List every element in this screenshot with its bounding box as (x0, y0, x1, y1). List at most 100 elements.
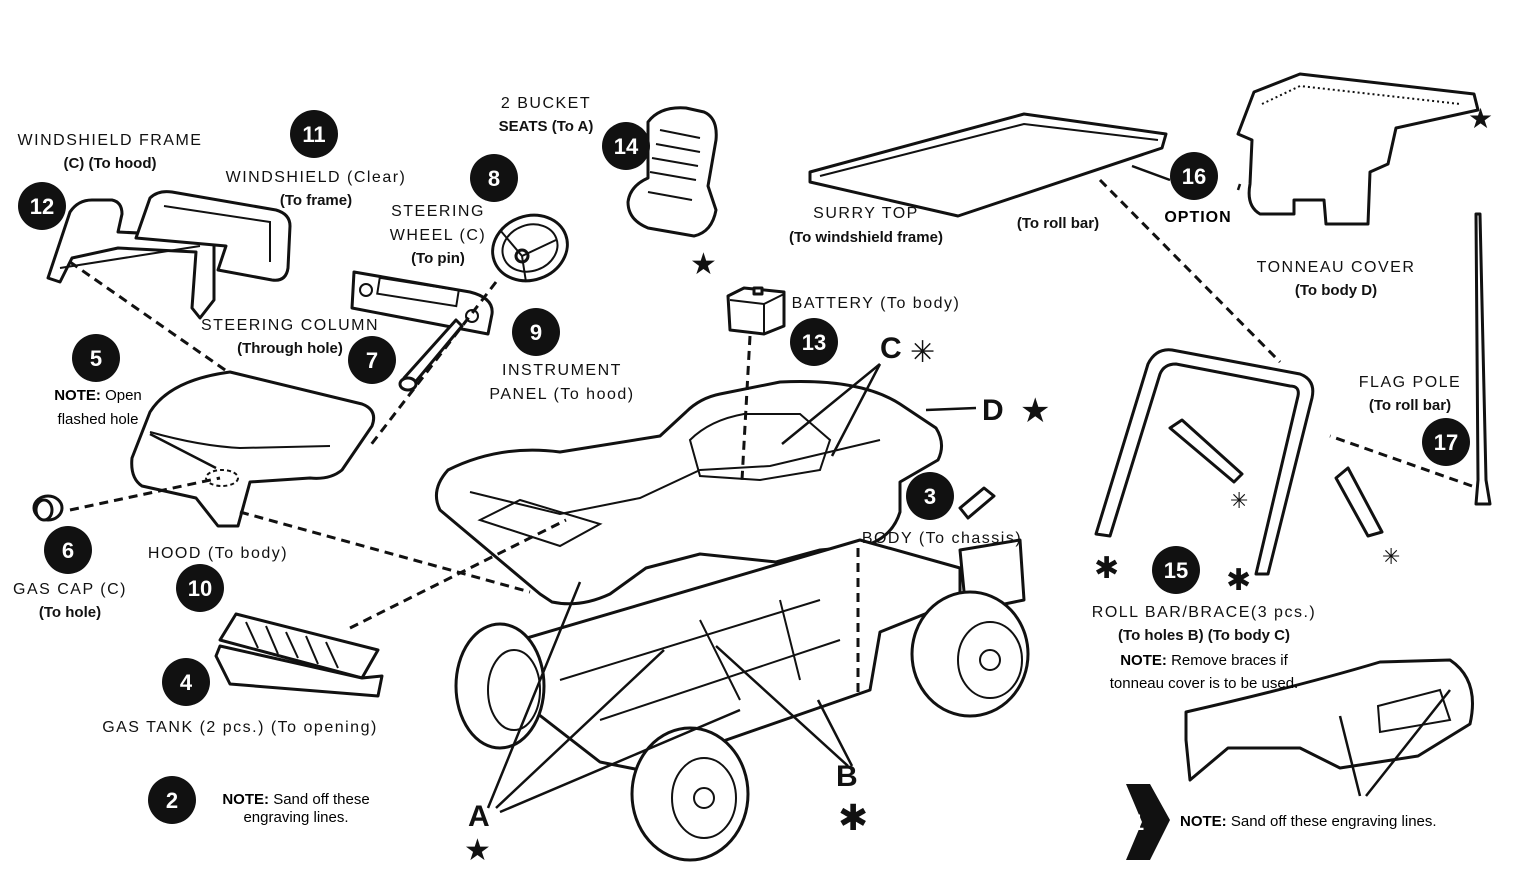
svg-text:10: 10 (188, 576, 212, 601)
step-4-badge: 4 (162, 658, 210, 706)
instrument-panel-part (350, 270, 494, 336)
battery-part (726, 286, 786, 336)
svg-text:15: 15 (1164, 558, 1188, 583)
step-10-badge: 10 (176, 564, 224, 612)
reference-letters: C ✳ D ★ A ★ B ✱ ★ ★ ✱ ✱ ✳ ✳ (464, 103, 1493, 867)
asterisk-roll-right: ✱ (1226, 564, 1251, 597)
svg-text:11: 11 (302, 122, 325, 147)
rear-body-detail (1184, 658, 1474, 782)
surry-top-detail2: (To roll bar) (1017, 215, 1099, 232)
step-11-badge: 11 (290, 110, 338, 158)
hood-note-line1: NOTE: Open (54, 387, 142, 404)
surry-top-title: SURRY TOP (813, 205, 919, 222)
roll-bar-title: ROLL BAR/BRACE(3 pcs.) (1092, 604, 1316, 621)
wheel-rear-right (910, 590, 1030, 718)
step-9-badge: 9 (512, 308, 560, 356)
step-numbers: 1 2 3 4 5 6 7 8 9 10 11 12 13 14 15 16 1… (18, 110, 1470, 860)
dune-buggy-body-part (434, 380, 943, 606)
asterisk-roll-left: ✱ (1094, 552, 1119, 585)
asterisk-brace-2: ✳ (1382, 544, 1400, 569)
gas-cap-part (32, 494, 64, 522)
windshield-part (134, 190, 292, 282)
roll-bar-part (1094, 348, 1384, 576)
asterisk-brace-1: ✳ (1230, 488, 1248, 513)
bucket-seat-part (626, 106, 718, 238)
svg-text:4: 4 (180, 670, 193, 695)
windshield-frame-detail: (C) (To hood) (63, 155, 156, 172)
svg-text:9: 9 (530, 320, 542, 345)
letter-c: C (880, 332, 902, 365)
steering-column-title: STEERING COLUMN (201, 317, 379, 334)
roll-bar-note-line1: NOTE: Remove braces if (1120, 652, 1288, 669)
step-14-badge: 14 (602, 122, 650, 170)
star-tonneau: ★ (1468, 103, 1493, 134)
svg-text:17: 17 (1434, 430, 1458, 455)
surry-top-part (808, 112, 1168, 218)
instrument-panel-detail: PANEL (To hood) (489, 386, 634, 403)
instrument-panel-title: INSTRUMENT (502, 362, 622, 379)
step-17-badge: 17 (1422, 418, 1470, 466)
steering-wheel-part (491, 213, 569, 283)
svg-text:8: 8 (488, 166, 500, 191)
wheel-rear-left (630, 726, 750, 862)
option-label: OPTION (1164, 209, 1231, 226)
engraving-note-line1: NOTE: Sand off these (222, 791, 369, 808)
svg-text:2: 2 (166, 788, 178, 813)
gas-tank-part (214, 612, 384, 698)
hood-note-line2: flashed hole (58, 411, 139, 428)
step-8-badge: 8 (470, 154, 518, 202)
svg-text:3: 3 (924, 484, 936, 509)
star-seat: ★ (690, 248, 717, 281)
svg-text:5: 5 (90, 346, 102, 371)
svg-text:13: 13 (802, 330, 826, 355)
gas-cap-title: GAS CAP (C) (13, 581, 127, 598)
steering-column-detail: (Through hole) (237, 340, 343, 357)
step-16-badge: 16 (1170, 152, 1218, 200)
guide-lines (69, 164, 1473, 814)
flag-pole-title: FLAG POLE (1359, 374, 1461, 391)
steering-wheel-detail: (To pin) (411, 250, 465, 267)
step-3-badge: 3 (906, 472, 954, 520)
svg-text:1: 1 (1132, 810, 1144, 835)
letter-d: D (982, 394, 1004, 427)
step-15-badge: 15 (1152, 546, 1200, 594)
steering-column-part (398, 318, 464, 392)
windshield-frame-title: WINDSHIELD FRAME (18, 132, 203, 149)
hood-title: HOOD (To body) (148, 545, 288, 562)
battery-title: BATTERY (To body) (792, 295, 961, 312)
step-12-badge: 12 (18, 182, 66, 230)
step-2-badge: 2 (148, 776, 196, 824)
chassis-part (518, 538, 1026, 772)
body-title: BODY (To chassis) (862, 530, 1022, 547)
surry-top-detail: (To windshield frame) (789, 229, 943, 246)
step-7-badge: 7 (348, 336, 396, 384)
tonneau-cover-detail: (To body D) (1295, 282, 1377, 299)
tonneau-cover-part (1236, 72, 1480, 226)
gas-cap-detail: (To hole) (39, 604, 101, 621)
flag-pole-detail: (To roll bar) (1369, 397, 1451, 414)
steering-wheel-title: STEERING (391, 203, 485, 220)
roll-bar-note-line2: tonneau cover is to be used. (1110, 675, 1298, 692)
asterisk-c: ✳ (910, 336, 935, 369)
svg-text:16: 16 (1182, 164, 1206, 189)
windshield-title: WINDSHIELD (Clear) (226, 169, 407, 186)
bucket-seats-title: 2 BUCKET (501, 95, 591, 112)
wheel-front-left (454, 622, 546, 750)
windshield-frame-part (46, 198, 216, 320)
step-5-badge: 5 (72, 334, 120, 382)
flag-pole-part (1474, 212, 1492, 506)
labels: WINDSHIELD FRAME (C) (To hood) WINDSHIEL… (13, 95, 1461, 830)
star-a: ★ (464, 834, 491, 867)
engine-part (958, 486, 996, 520)
tonneau-cover-title: TONNEAU COVER (1257, 259, 1416, 276)
svg-text:7: 7 (366, 348, 378, 373)
rear-note: NOTE: Sand off these engraving lines. (1180, 813, 1437, 830)
asterisk-b: ✱ (838, 797, 868, 838)
step-1-badge: 1 (1126, 784, 1170, 860)
bucket-seats-detail: SEATS (To A) (499, 118, 594, 135)
engraving-note-line2: engraving lines. (243, 809, 348, 826)
step-6-badge: 6 (44, 526, 92, 574)
step-13-badge: 13 (790, 318, 838, 366)
svg-text:6: 6 (62, 538, 74, 563)
